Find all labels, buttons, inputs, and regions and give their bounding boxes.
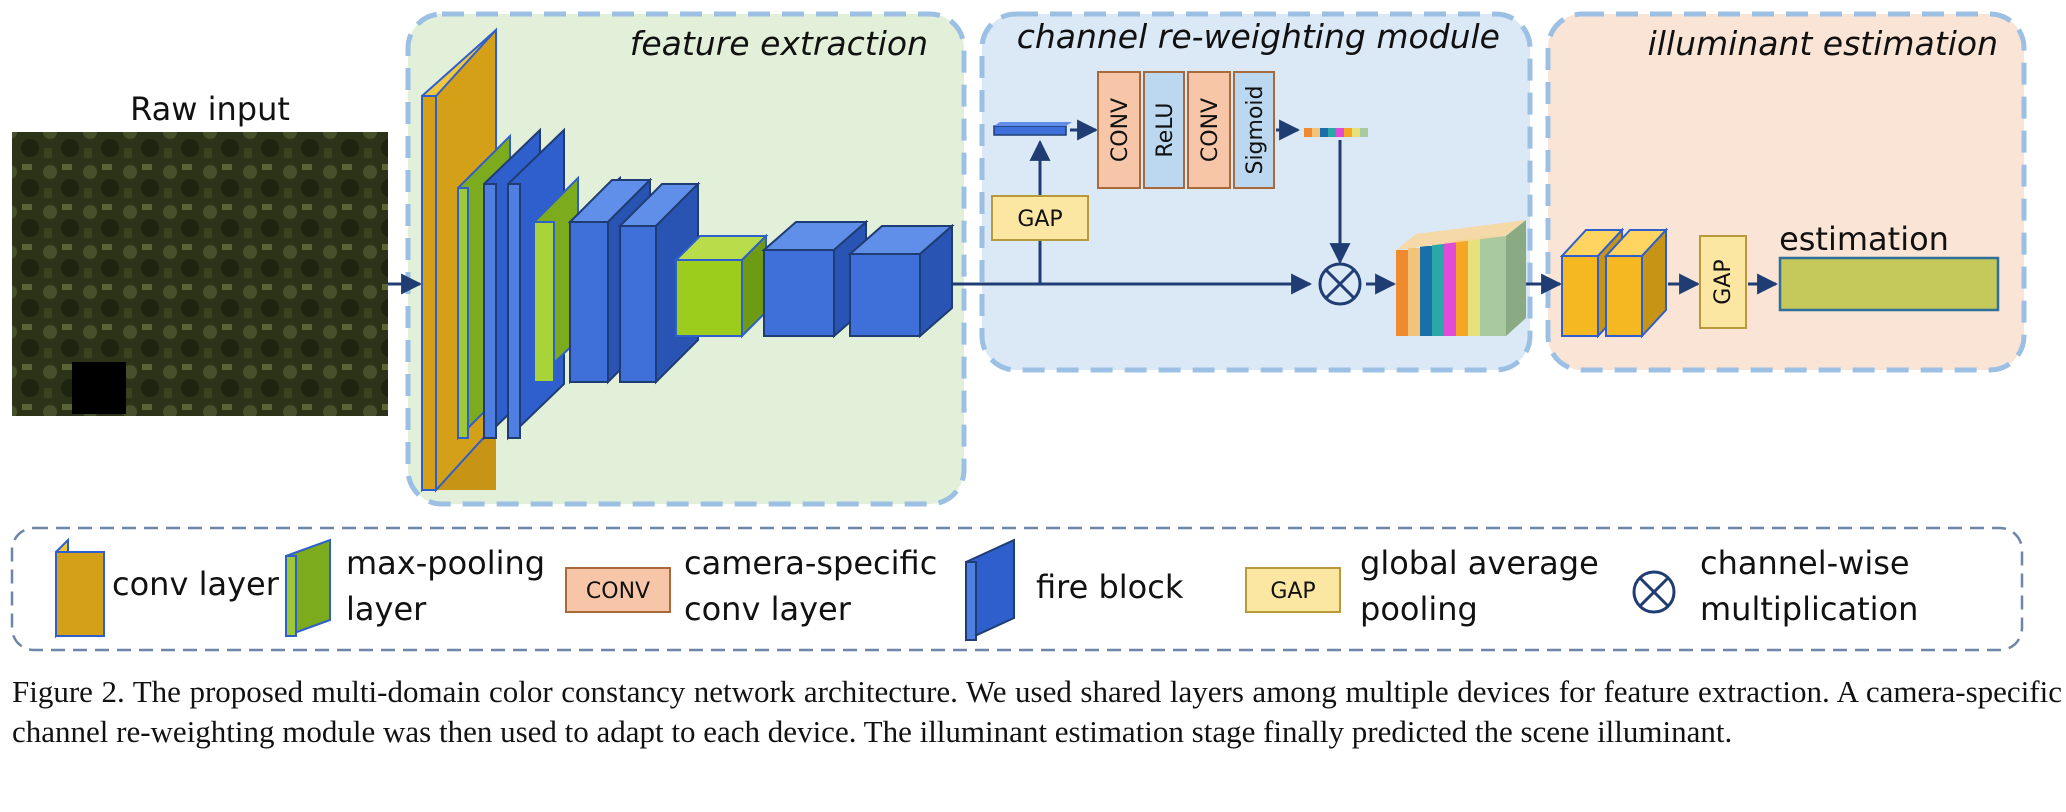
relu-box xyxy=(1143,71,1185,189)
legend-camera-specific-text-2: conv layer xyxy=(684,590,852,628)
legend-fire-block-icon xyxy=(965,538,1015,642)
legend-gap-box-text: GAP xyxy=(1270,579,1315,604)
conv-box-2 xyxy=(1187,71,1231,189)
sigmoid-box xyxy=(1233,71,1275,189)
legend-gap-text-2: pooling xyxy=(1360,590,1478,628)
estimation-conv-block-2 xyxy=(1603,227,1669,339)
raw-input-label: Raw input xyxy=(130,90,290,128)
legend-fire-block-text: fire block xyxy=(1036,568,1184,606)
estimation-conv-block-1 xyxy=(1559,227,1625,339)
relu-box-label: ReLU xyxy=(1153,102,1178,157)
legend-multiplication-text-2: multiplication xyxy=(1700,590,1918,628)
reweighted-feature-stack xyxy=(1396,220,1526,336)
conv-box-2-label: CONV xyxy=(1198,98,1223,162)
legend-conv-layer-text: conv layer xyxy=(112,565,280,603)
legend-conv-box-text: CONV xyxy=(586,579,650,604)
legend-camera-specific-text-1: camera-specific xyxy=(684,544,937,582)
raw-input-redaction xyxy=(72,362,126,414)
max-pooling-cube xyxy=(673,233,769,339)
architecture-diagram: feature extraction channel re-weighting … xyxy=(10,11,2027,652)
estimation-label: estimation xyxy=(1779,220,1949,258)
legend-gap-box xyxy=(1245,567,1341,613)
legend-max-pooling-text-2: layer xyxy=(346,590,427,628)
sigmoid-box-label: Sigmoid xyxy=(1243,85,1268,174)
estimation-gap-box xyxy=(1699,235,1747,329)
fire-cube-2 xyxy=(847,223,955,339)
estimation-bar xyxy=(1778,256,2000,312)
estimation-gap-label: GAP xyxy=(1711,259,1736,304)
legend-max-pooling-icon xyxy=(285,538,331,638)
conv-box-1-label: CONV xyxy=(1108,98,1133,162)
feature-extraction-title: feature extraction xyxy=(630,24,928,63)
channel-reweighting-title: channel re-weighting module xyxy=(1017,17,1500,56)
legend-multiplication-text-1: channel-wise xyxy=(1700,544,1910,582)
gap-box-label: GAP xyxy=(1017,207,1062,232)
channel-multiplication-symbol xyxy=(1318,262,1362,306)
legend-conv-layer-icon xyxy=(55,537,105,639)
legend-gap-text-1: global average xyxy=(1360,544,1599,582)
gap-box xyxy=(991,195,1089,241)
raw-input-image xyxy=(12,132,388,416)
illuminant-estimation-title: illuminant estimation xyxy=(1648,24,1998,63)
legend-multiplication-icon xyxy=(1632,570,1676,614)
legend-max-pooling-text-1: max-pooling xyxy=(346,544,545,582)
figure-caption: Figure 2. The proposed multi-domain colo… xyxy=(12,674,2062,749)
channel-weights-vector xyxy=(1304,128,1368,137)
conv-box-1 xyxy=(1097,71,1141,189)
gap-vector xyxy=(993,122,1072,136)
legend-conv-box xyxy=(565,567,671,613)
